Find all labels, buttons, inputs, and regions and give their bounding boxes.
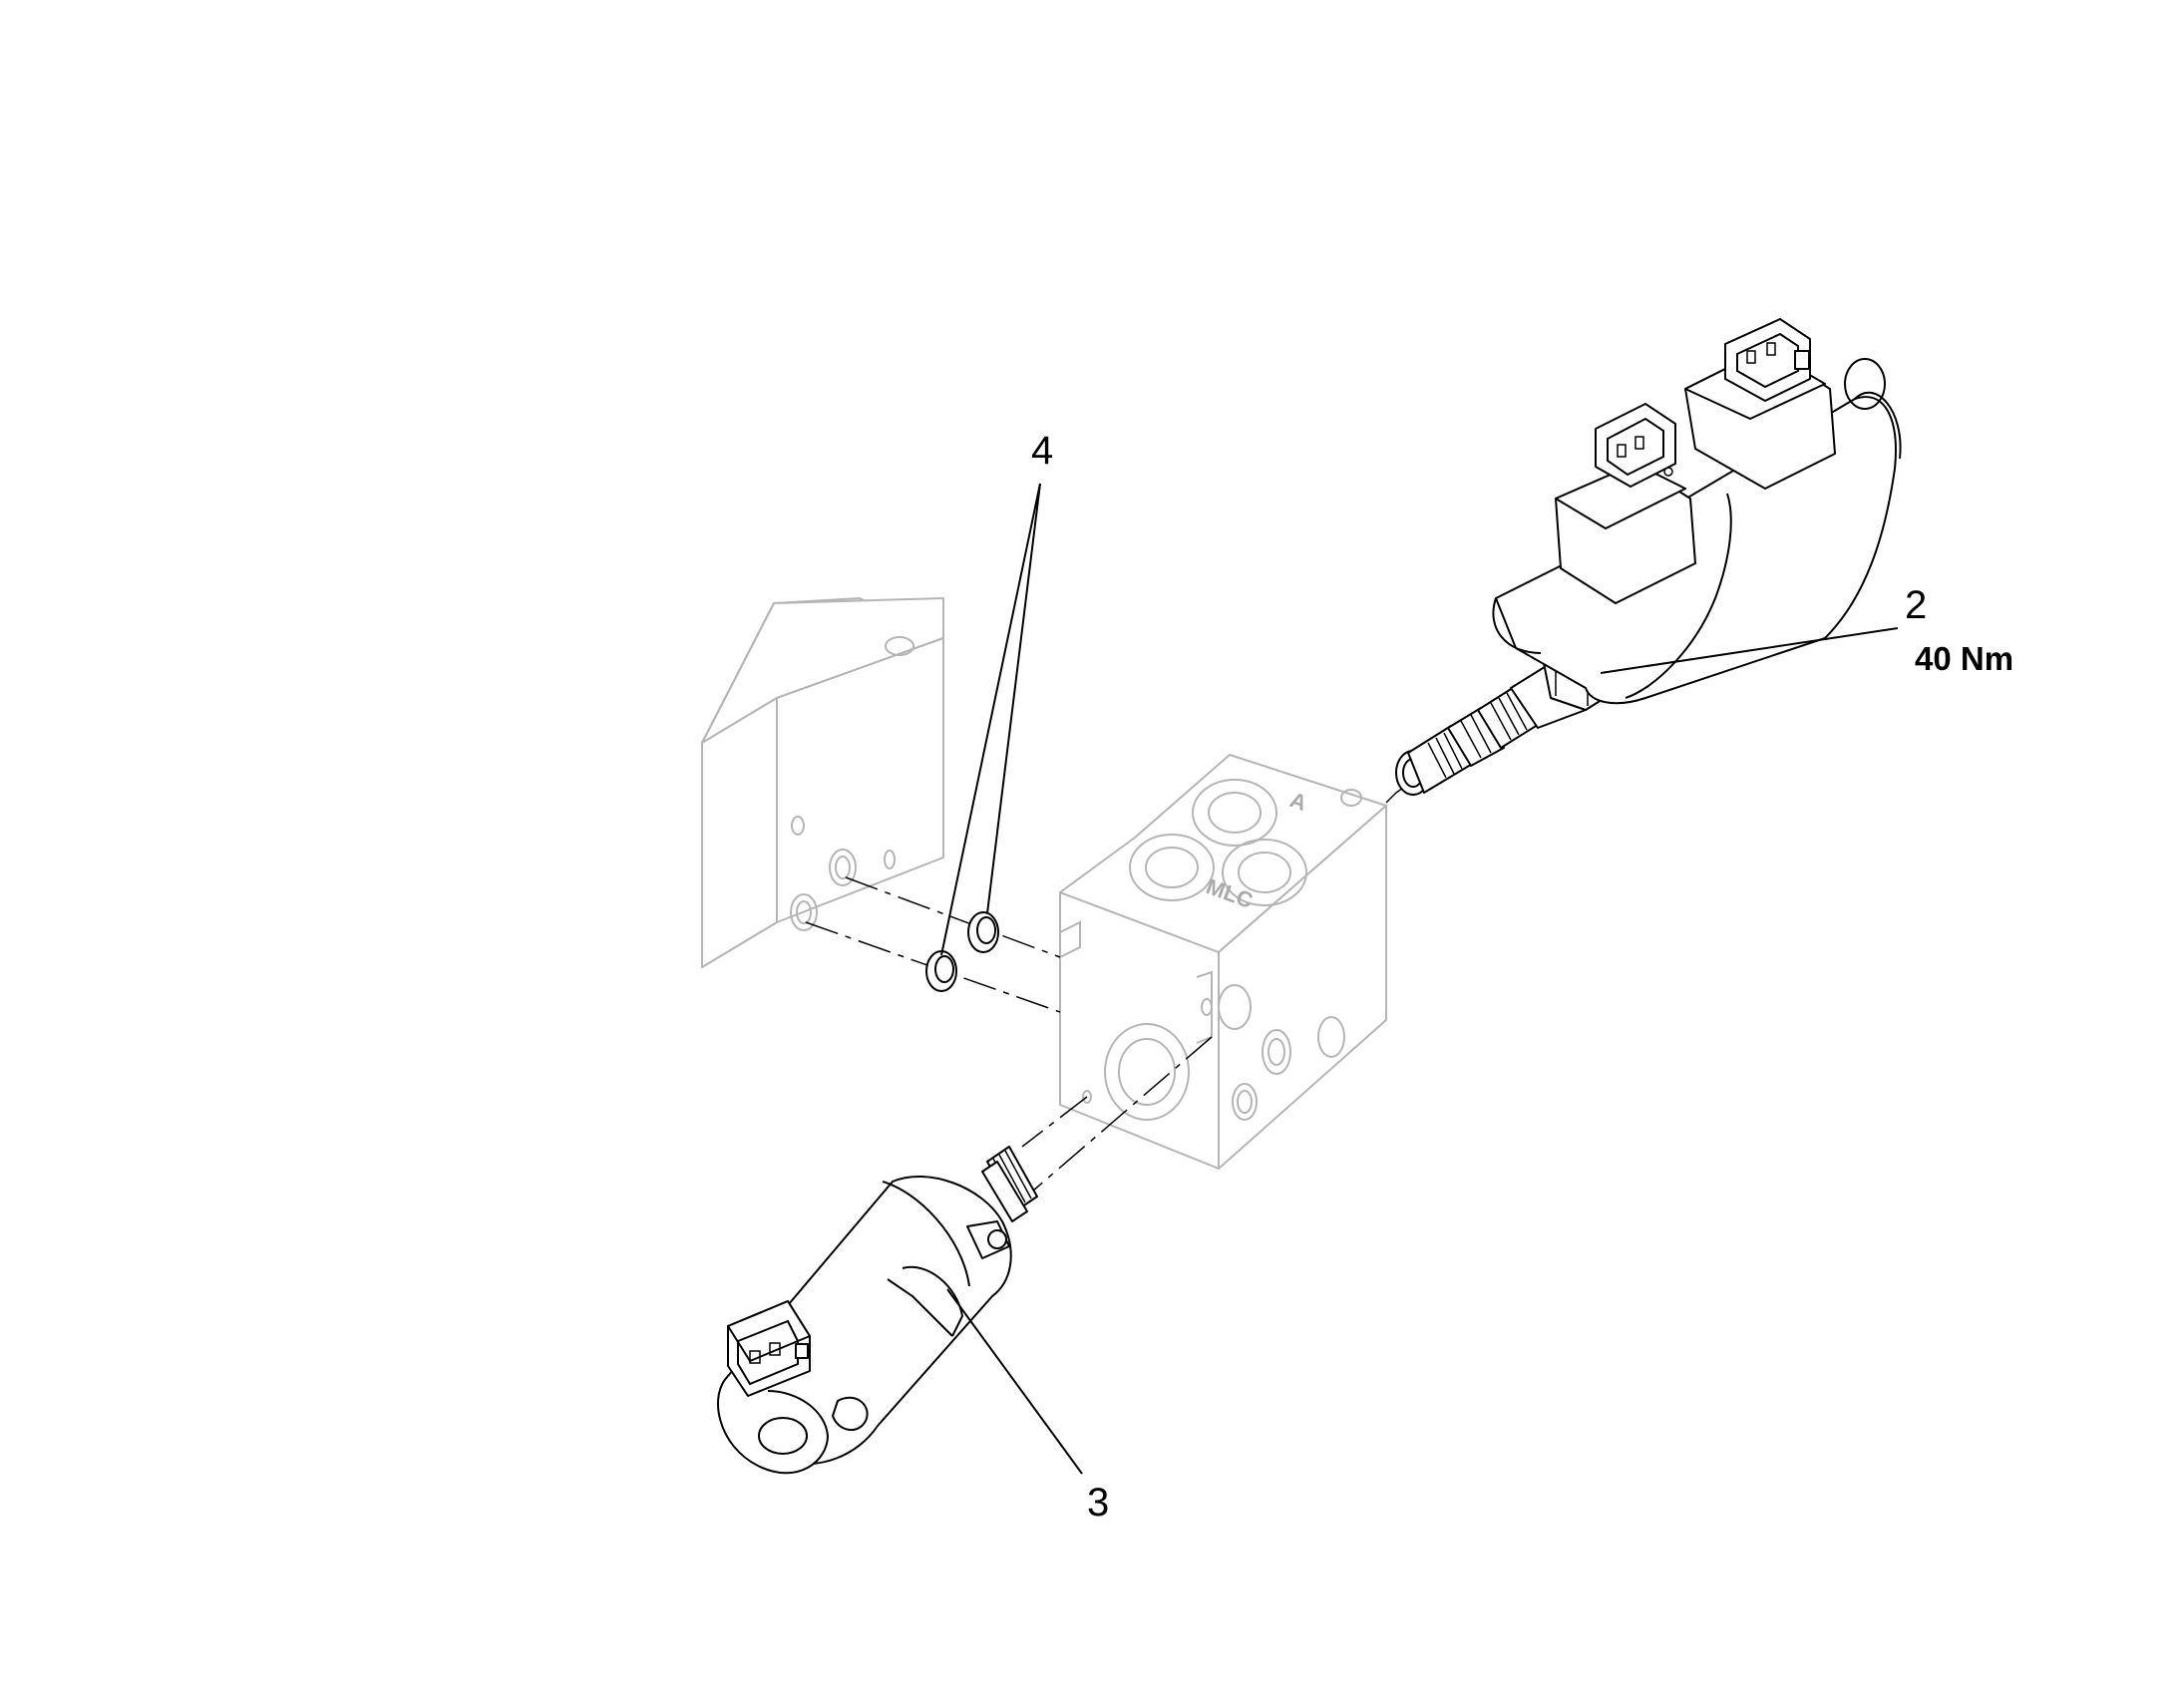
o-ring-seals [925,911,999,992]
callout-number-4: 4 [1031,429,1053,473]
o-ring-lower [925,950,957,992]
connector-upper-rear [1684,318,1836,490]
valve-cartridge-upper [1395,659,1587,796]
callout-number-2: 2 [1905,583,1927,627]
o-ring-upper [967,911,999,953]
valve-block [1059,754,1387,1170]
solenoid-valve-lower [717,1146,1038,1475]
connector-lower [727,1300,811,1397]
leader-4-lower [940,483,1041,956]
leader-3 [946,1288,1083,1475]
leader-4-upper [986,483,1041,914]
leader-lines [940,483,1899,1475]
connector-upper-front [1555,403,1696,604]
solenoid-valve-upper [1395,318,1902,796]
coil-lower [717,1176,1012,1475]
valve-cartridge-lower [981,1146,1038,1222]
callout-number-3: 3 [1087,1481,1109,1525]
torque-spec-2: 40 Nm [1915,640,2013,677]
leader-2 [1600,627,1899,674]
end-plate [701,597,944,968]
